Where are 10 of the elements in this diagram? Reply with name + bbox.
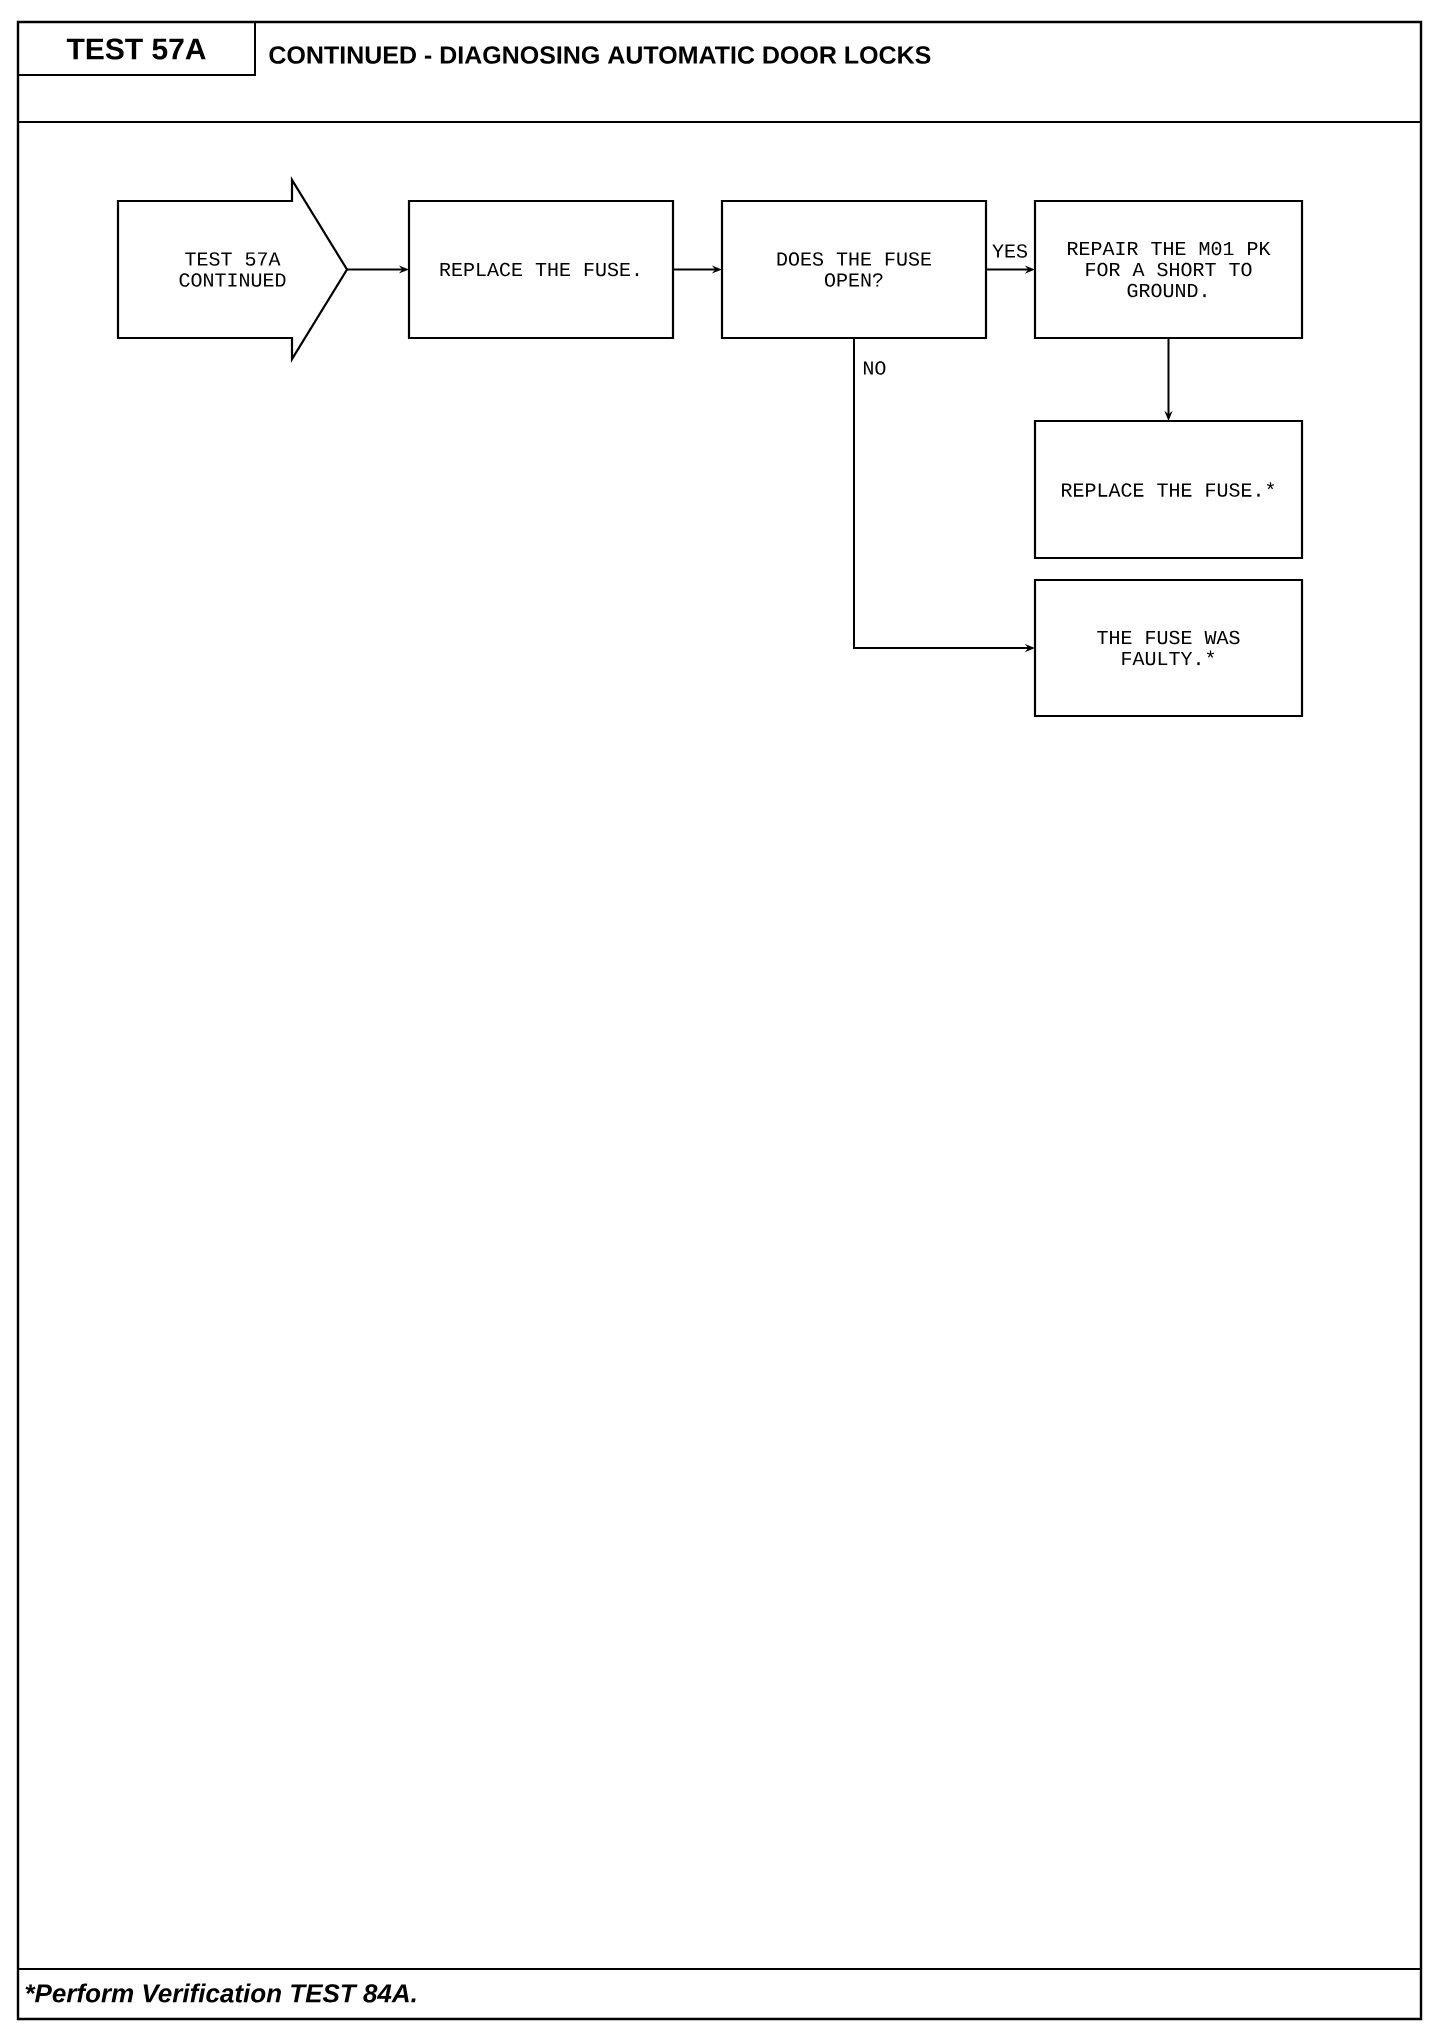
process-box: DOES THE FUSE OPEN?: [720, 199, 988, 340]
title: CONTINUED - DIAGNOSING AUTOMATIC DOOR LOCKS: [269, 46, 931, 64]
edge-label: YES: [992, 244, 1027, 258]
header-tab: TEST 57A: [17, 21, 256, 76]
process-box: REPLACE THE FUSE.: [407, 199, 675, 340]
process-box: REPAIR THE M01 PK FOR A SHORT TO GROUND.: [1033, 199, 1304, 340]
footnote: *Perform Verification TEST 84A.: [25, 1983, 416, 2003]
process-box: REPLACE THE FUSE.*: [1033, 419, 1304, 560]
edge-label: NO: [863, 361, 886, 375]
process-box: THE FUSE WAS FAULTY.*: [1033, 578, 1304, 718]
